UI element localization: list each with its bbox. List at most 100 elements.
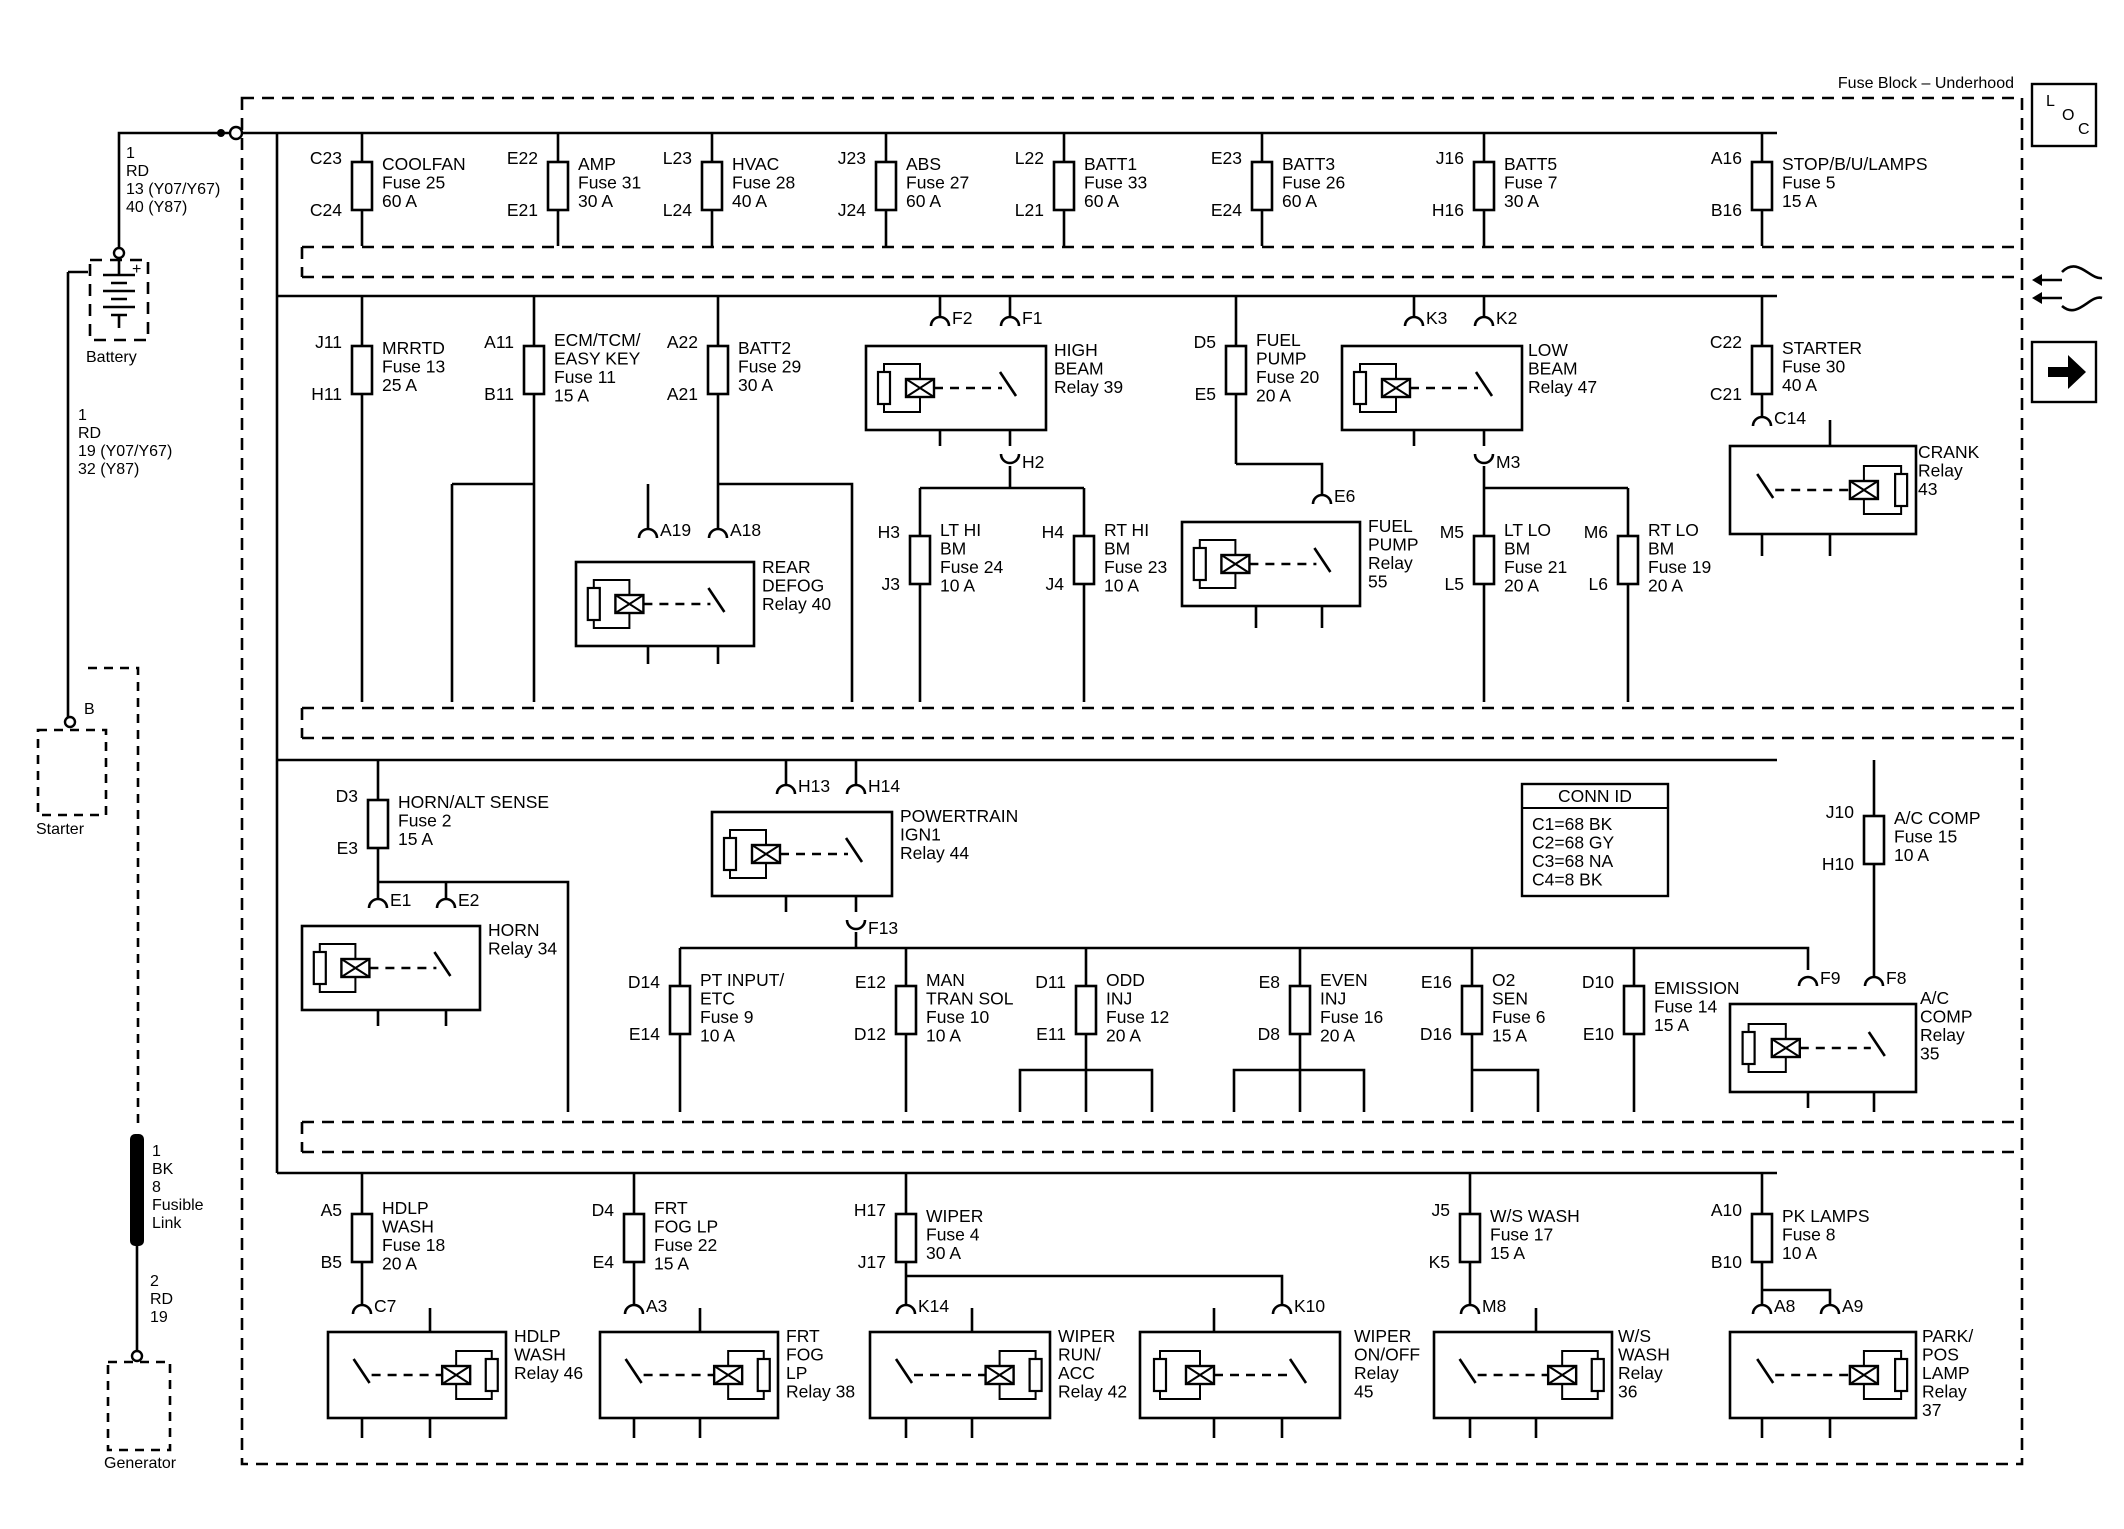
a8-terminal-label: A8 [1774, 1296, 1795, 1316]
fuse-fuelpump-symbol [1224, 344, 1248, 396]
conn-id-row-1: C2=68 GY [1532, 833, 1615, 853]
wire-battery-bottom-1: RD [78, 425, 101, 442]
fuse-batt1-top-pin: L22 [1015, 148, 1044, 168]
fuse-amp-symbol [546, 160, 570, 212]
relay-fuelpumprelay-label-2: Relay [1368, 553, 1413, 573]
fuse-abs-top-pin: J23 [838, 148, 866, 168]
a3-terminal [623, 1303, 645, 1315]
battery-outline [88, 258, 150, 342]
fuse-accomp-symbol [1862, 814, 1886, 866]
a19-terminal-label: A19 [660, 520, 691, 540]
fuse-mantran-bottom-pin: D12 [854, 1024, 886, 1044]
relay-acrelay-label-0: A/C [1920, 988, 1949, 1008]
block-title: Fuse Block – Underhood [1838, 75, 2014, 92]
fuse-ltlo-label-0: LT LO [1504, 520, 1551, 540]
fuse-batt3-top-pin: E23 [1211, 148, 1242, 168]
fuse-fuelpump-label-0: FUEL [1256, 330, 1301, 350]
fuse-wswash-bottom-pin: K5 [1429, 1252, 1450, 1272]
fuse-hdlpwash-label-2: Fuse 18 [382, 1235, 445, 1255]
fuse-mantran-label-1: TRAN SOL [926, 989, 1014, 1009]
fuse-ecm-bottom-pin: B11 [484, 384, 514, 404]
fuse-abs-symbol [874, 160, 898, 212]
f1-terminal-label: F1 [1022, 308, 1042, 328]
fuse-batt1-label-1: Fuse 33 [1084, 173, 1147, 193]
wire-reardefog-feed [646, 484, 720, 530]
wire [646, 646, 720, 664]
m8-terminal-label: M8 [1482, 1296, 1506, 1316]
wire-ecm-stub [450, 482, 534, 702]
f9-terminal [1797, 975, 1819, 987]
fuse-hdlpwash-bottom-pin: B5 [321, 1252, 342, 1272]
conn-id-title: CONN ID [1558, 786, 1632, 806]
a8-terminal [1751, 1303, 1773, 1315]
fuse-emission-label-1: Fuse 14 [1654, 997, 1717, 1017]
relay-fogrelay-label-1: FOG [786, 1345, 824, 1365]
generator-label: Generator [104, 1455, 177, 1472]
fuse-lthi-label-1: BM [940, 539, 966, 559]
relay-parkrelay-label-4: 37 [1922, 1400, 1941, 1420]
relay-lowbeam-label-1: BEAM [1528, 359, 1578, 379]
relay-wiperrun-label-0: WIPER [1058, 1326, 1115, 1346]
fuse-rthi-symbol [1072, 534, 1096, 586]
wire-batt2-bus [718, 482, 854, 702]
fuse-rthi-label-2: Fuse 23 [1104, 557, 1167, 577]
fuse-amp-label-1: Fuse 31 [578, 173, 641, 193]
fuse-coolfan-label-1: Fuse 25 [382, 173, 445, 193]
a19-terminal [637, 527, 659, 539]
fuse-stop-label-0: STOP/B/U/LAMPS [1782, 154, 1928, 174]
h13-terminal [775, 783, 797, 795]
h2-terminal-label: H2 [1022, 452, 1044, 472]
fuse-wiper-label-2: 30 A [926, 1243, 961, 1263]
fuse-block-boundary [240, 96, 2024, 1466]
c14-terminal [1751, 415, 1773, 427]
fuse-lthi-label-2: Fuse 24 [940, 557, 1003, 577]
fuse-horn-symbol [366, 798, 390, 850]
fuse-pklamps-top-pin: A10 [1711, 1200, 1742, 1220]
fuse-coolfan-top-pin: C23 [310, 148, 342, 168]
battery-feed-wire [117, 131, 232, 250]
fuse-o2sen-label-0: O2 [1492, 970, 1515, 990]
fuse-oddinj-label-2: Fuse 12 [1106, 1007, 1169, 1027]
e1-terminal [367, 897, 389, 909]
fuse-ptinput-symbol [668, 984, 692, 1036]
fuse-amp-bottom-pin: E21 [507, 200, 538, 220]
fuse-mrrtd-label-1: Fuse 13 [382, 357, 445, 377]
battery-icon [103, 273, 135, 317]
fuse-frtfog-label-3: 15 A [654, 1254, 689, 1274]
fuse-mantran-label-0: MAN [926, 970, 965, 990]
wire-fusible-0: 1 [152, 1143, 161, 1160]
fuse-batt3-label-2: 60 A [1282, 191, 1317, 211]
fuse-amp-label-2: 30 A [578, 191, 613, 211]
fuse-accomp-bottom-pin: H10 [1822, 854, 1854, 874]
wire-battery-top-1: RD [126, 163, 149, 180]
fuse-starter-bottom-pin: C21 [1710, 384, 1742, 404]
fuse-mantran-symbol [894, 984, 918, 1036]
fuse-stop-symbol [1750, 160, 1774, 212]
h14-terminal-label: H14 [868, 776, 900, 796]
fuse-eveninj-label-1: INJ [1320, 989, 1346, 1009]
fuse-hdlpwash-label-0: HDLP [382, 1198, 429, 1218]
wire [1468, 1308, 1538, 1438]
relay-fuelpumprelay-label-0: FUEL [1368, 516, 1413, 536]
fuse-frtfog-label-1: FOG LP [654, 1217, 718, 1237]
wire [1760, 420, 1832, 556]
fuse-hdlpwash-label-3: 20 A [382, 1254, 417, 1274]
f13-terminal-label: F13 [868, 918, 898, 938]
f8-terminal-label: F8 [1886, 968, 1906, 988]
relay-parkrelay-label-2: LAMP [1922, 1363, 1970, 1383]
fuse-batt2-label-0: BATT2 [738, 338, 791, 358]
relay-acrelay-label-2: Relay [1920, 1025, 1965, 1045]
relay-wswashrelay-label-2: Relay [1618, 1363, 1663, 1383]
wire [360, 1308, 432, 1438]
f9-terminal-label: F9 [1820, 968, 1840, 988]
fuse-ecm-symbol [522, 344, 546, 396]
fuse-emission-label-0: EMISSION [1654, 978, 1740, 998]
